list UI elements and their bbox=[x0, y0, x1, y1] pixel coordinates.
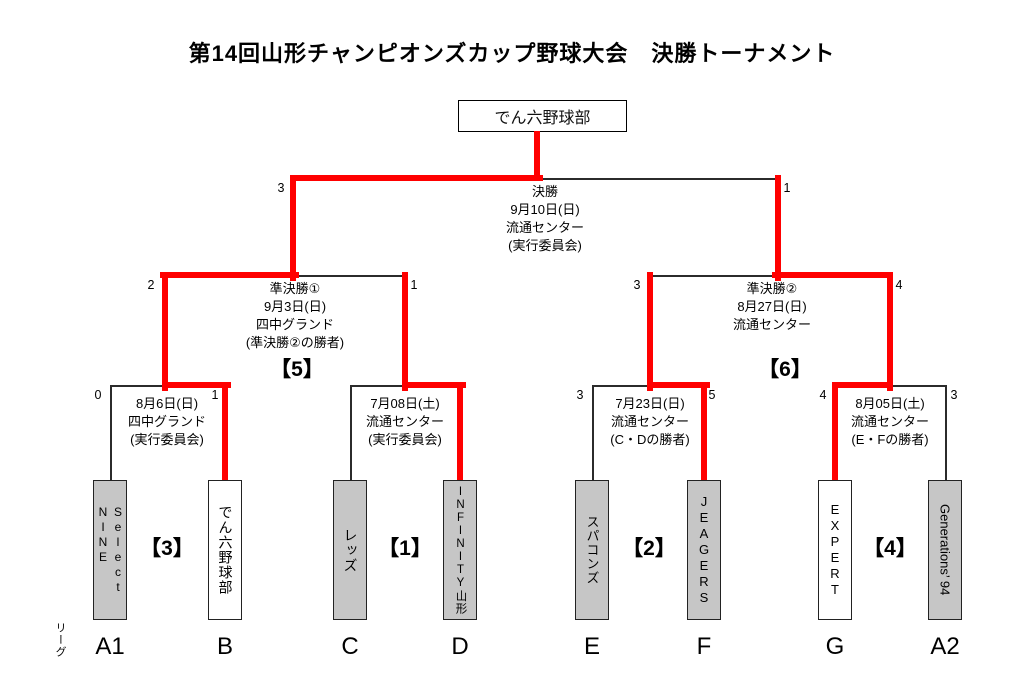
team-box-a1: Select NINE bbox=[93, 480, 127, 620]
match4-score-left: 4 bbox=[819, 388, 827, 402]
team-box-f: JEAGERS bbox=[687, 480, 721, 620]
league-letter-a1: A1 bbox=[95, 633, 125, 660]
team-box-d: INFINITY山形 bbox=[443, 480, 477, 620]
team-a2-line bbox=[945, 385, 947, 480]
winner-path-match4-up bbox=[887, 272, 893, 391]
team-name-a2: Generations’ 94 bbox=[937, 504, 953, 596]
match1-info: 7月08日(土) 流通センター (実行委員会) bbox=[365, 396, 444, 447]
winner-path-match4 bbox=[832, 382, 893, 388]
team-name-a1: Select NINE bbox=[96, 505, 125, 595]
final-score-right: 1 bbox=[783, 181, 791, 195]
final-info: 決勝 9月10日(日) 流通センター (実行委員会) bbox=[505, 184, 584, 253]
winner-path-sf2-up bbox=[775, 175, 781, 281]
league-letter-e: E bbox=[583, 633, 600, 660]
league-axis-label: リーグ bbox=[54, 622, 66, 658]
semifinal1-info: 準決勝① 9月3日(日) 四中グランド (準決勝②の勝者) bbox=[245, 281, 345, 350]
match2-score-right: 5 bbox=[708, 388, 716, 402]
winner-path-champion bbox=[534, 131, 540, 181]
winner-path-match1-up bbox=[402, 272, 408, 391]
winner-path-team-g bbox=[832, 382, 838, 480]
sf1-score-right: 1 bbox=[410, 278, 418, 292]
winner-path-final bbox=[290, 175, 543, 181]
team-a1-line bbox=[110, 385, 112, 480]
winner-path-match2-up bbox=[647, 272, 653, 391]
bracket-no-2: 【2】 bbox=[622, 537, 676, 560]
page-title: 第14回山形チャンピオンズカップ野球大会 決勝トーナメント bbox=[188, 41, 836, 66]
team-box-c: レッズ bbox=[333, 480, 367, 620]
league-letter-f: F bbox=[696, 633, 712, 660]
sf2-score-right: 4 bbox=[895, 278, 903, 292]
match2-score-left: 3 bbox=[576, 388, 584, 402]
team-name-f: JEAGERS bbox=[696, 494, 712, 606]
team-name-d: INFINITY山形 bbox=[454, 485, 467, 615]
match4-score-right: 3 bbox=[950, 388, 958, 402]
bracket-no-5: 【5】 bbox=[270, 358, 324, 381]
winner-path-match1 bbox=[402, 382, 466, 388]
winner-path-team-f bbox=[701, 382, 707, 480]
match3-info: 8月6日(日) 四中グランド (実行委員会) bbox=[127, 396, 206, 447]
sf2-score-left: 3 bbox=[633, 278, 641, 292]
team-box-a2: Generations’ 94 bbox=[928, 480, 962, 620]
winner-path-sf1 bbox=[160, 272, 299, 278]
league-letter-a2: A2 bbox=[930, 633, 960, 660]
winner-path-match3 bbox=[162, 382, 231, 388]
winner-path-sf2 bbox=[772, 272, 893, 278]
bracket-no-1: 【1】 bbox=[378, 537, 432, 560]
match3-score-right: 1 bbox=[211, 388, 219, 402]
winner-path-match2 bbox=[647, 382, 710, 388]
team-box-g: EXPERT bbox=[818, 480, 852, 620]
league-letter-d: D bbox=[451, 633, 469, 660]
team-name-b: でん六野球部 bbox=[217, 505, 234, 595]
team-name-g: EXPERT bbox=[827, 502, 843, 598]
bracket-no-3: 【3】 bbox=[140, 537, 194, 560]
team-name-e: スパコンズ bbox=[584, 515, 600, 585]
winner-path-match3-up bbox=[162, 272, 168, 391]
match2-info: 7月23日(日) 流通センター (C・Dの勝者) bbox=[610, 396, 690, 447]
league-letter-g: G bbox=[825, 633, 845, 660]
semifinal2-line bbox=[650, 275, 890, 277]
semifinal2-info: 準決勝② 8月27日(日) 流通センター bbox=[732, 281, 811, 332]
team-e-line bbox=[592, 385, 594, 480]
bracket-no-4: 【4】 bbox=[863, 537, 917, 560]
league-letter-b: B bbox=[216, 633, 233, 660]
team-c-line bbox=[350, 385, 352, 480]
match3-score-left: 0 bbox=[94, 388, 102, 402]
bracket-no-6: 【6】 bbox=[758, 358, 812, 381]
champion-name: でん六野球部 bbox=[494, 110, 591, 127]
champion-box: でん六野球部 bbox=[458, 100, 627, 132]
winner-path-sf1-up bbox=[290, 175, 296, 281]
league-letter-c: C bbox=[341, 633, 359, 660]
team-box-b: でん六野球部 bbox=[208, 480, 242, 620]
final-score-left: 3 bbox=[277, 181, 285, 195]
team-name-c: レッズ bbox=[342, 527, 359, 573]
sf1-score-left: 2 bbox=[147, 278, 155, 292]
match4-info: 8月05日(土) 流通センター (E・Fの勝者) bbox=[850, 396, 929, 447]
winner-path-team-b bbox=[222, 382, 228, 480]
winner-path-team-d bbox=[457, 382, 463, 480]
team-box-e: スパコンズ bbox=[575, 480, 609, 620]
